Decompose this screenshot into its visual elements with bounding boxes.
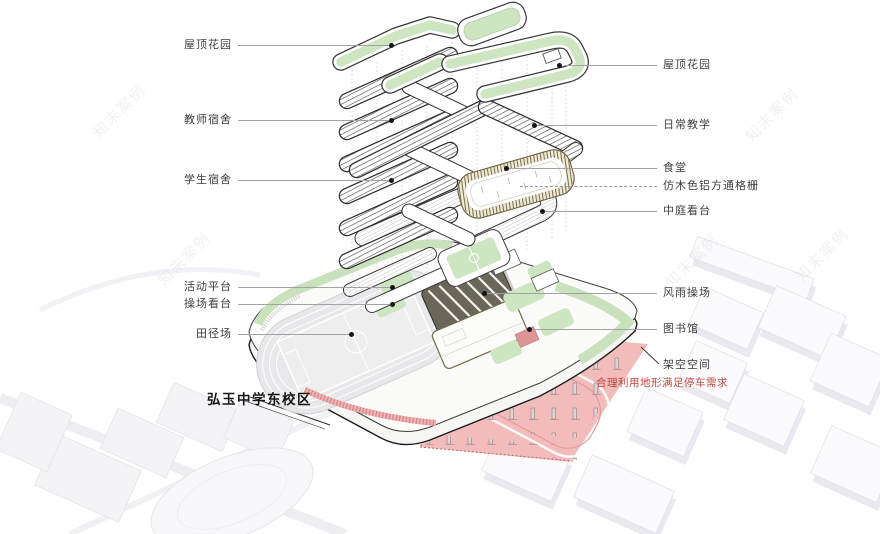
leader-line-dashed <box>520 186 657 187</box>
leader-line <box>564 65 657 66</box>
leader-dot <box>504 166 509 171</box>
label-activity-platform: 活动平台 <box>184 281 232 293</box>
label-wood-aluminum-grille: 仿木色铝方通格栅 <box>663 180 759 192</box>
label-elevated-space: 架空空间 <box>663 359 711 371</box>
leader-line <box>536 125 657 126</box>
leader-dot <box>389 43 394 48</box>
leader-line <box>238 334 351 335</box>
label-cafeteria: 食堂 <box>663 162 687 174</box>
leader-dot <box>349 332 354 337</box>
leader-line <box>238 180 389 181</box>
label-roof-garden-right: 屋顶花园 <box>663 59 711 71</box>
label-student-dormitory: 学生宿舍 <box>184 174 232 186</box>
leader-line <box>544 211 657 212</box>
leader-line <box>486 293 657 294</box>
leader-dot <box>540 209 545 214</box>
podium-green-rim <box>253 239 453 326</box>
label-track-field: 田径场 <box>196 328 232 340</box>
leader-dot <box>389 118 394 123</box>
leader-dot <box>527 327 532 332</box>
leader-dot <box>390 285 395 290</box>
leader-line-elevated-space <box>640 346 660 365</box>
leader-dot <box>532 123 537 128</box>
leader-line <box>238 304 392 305</box>
project-title: 弘玉中学东校区 <box>207 392 312 407</box>
athletics-track <box>256 269 456 415</box>
leader-dot <box>557 63 562 68</box>
background-context <box>0 235 880 534</box>
label-teacher-dormitory: 教师宿舍 <box>184 114 232 126</box>
leader-line <box>508 168 657 169</box>
leader-dot <box>390 302 395 307</box>
label-atrium-stands: 中庭看台 <box>663 205 711 217</box>
exploded-layers <box>332 1 589 313</box>
leader-line <box>238 287 392 288</box>
leader-line <box>238 120 389 121</box>
teaching-wing <box>348 97 584 179</box>
leader-dot <box>482 291 487 296</box>
activity-platform-slab <box>344 248 436 296</box>
roof-gardens <box>332 1 589 103</box>
label-library: 图书馆 <box>663 323 699 335</box>
leader-line <box>531 329 657 330</box>
leader-line <box>238 45 389 46</box>
parking-note: 合理利用地形满足停车需求 <box>596 377 728 389</box>
label-playground-stands: 操场看台 <box>184 298 232 310</box>
label-roof-garden-left: 屋顶花园 <box>184 39 232 51</box>
red-entry-block <box>514 326 540 348</box>
label-daily-teaching: 日常教学 <box>663 119 711 131</box>
label-indoor-playground: 风雨操场 <box>663 287 711 299</box>
library-building <box>431 298 529 370</box>
leader-dot <box>389 178 394 183</box>
